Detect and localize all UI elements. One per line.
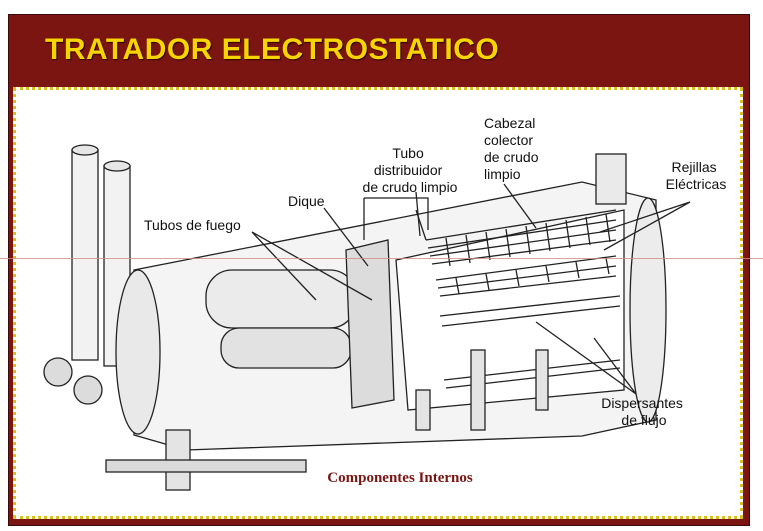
vessel-body	[115, 153, 667, 451]
support-legs	[43, 349, 549, 491]
electric-grids	[425, 209, 617, 297]
label-tubos-de-fuego: Tubos de fuego	[144, 217, 241, 233]
label-tubo-distribuidor: Tubo distribuidor de crudo limpio	[363, 145, 458, 195]
label-cabezal-colector: Cabezal colector de crudo limpio	[484, 115, 542, 182]
diagram-caption: Componentes Internos	[327, 470, 473, 486]
slide-title: TRATADOR ELECTROSTATICO	[45, 33, 500, 66]
label-dique: Dique	[288, 193, 325, 209]
diagram-frame: Tubos de fuego Dique Tubo distribuidor d…	[13, 87, 743, 519]
electrostatic-treater-diagram: Tubos de fuego Dique Tubo distribuidor d…	[43, 115, 727, 491]
flow-spreaders	[439, 295, 621, 389]
label-rejillas-electricas: Rejillas Eléctricas	[666, 159, 727, 192]
slide: TRATADOR ELECTROSTATICO	[8, 14, 750, 526]
leader-lines	[251, 183, 691, 395]
horizontal-guide-line	[0, 258, 763, 259]
label-dispersantes-de-flujo: Dispersantes de flujo	[601, 395, 687, 428]
